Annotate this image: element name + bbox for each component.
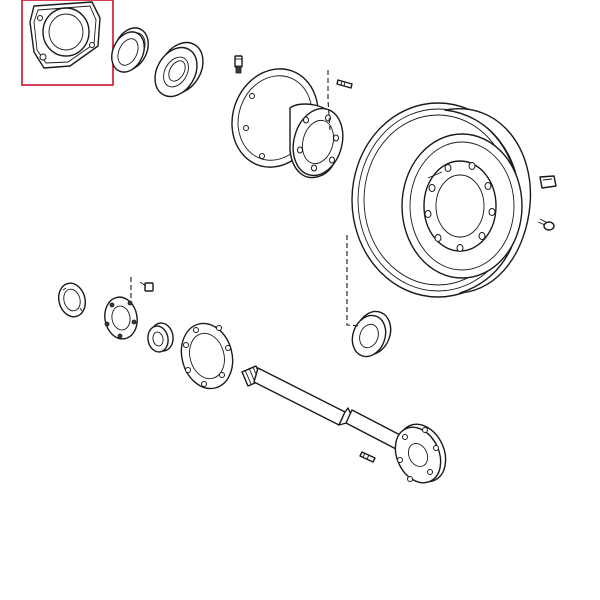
bearing-retainer-plate[interactable] bbox=[29, 1, 101, 69]
bearing-outer-race[interactable] bbox=[147, 35, 212, 104]
leader-line-hub-stud bbox=[327, 70, 331, 131]
bearing-lock-screw[interactable] bbox=[139, 281, 154, 292]
drum-clip[interactable] bbox=[539, 175, 557, 189]
oil-seal[interactable] bbox=[106, 22, 155, 77]
spacer-gasket[interactable] bbox=[174, 318, 239, 395]
drum-screw[interactable] bbox=[537, 218, 555, 231]
inner-lock-washer[interactable] bbox=[102, 295, 141, 342]
wheel-hub[interactable] bbox=[218, 57, 350, 181]
axle-stud[interactable] bbox=[359, 451, 376, 463]
highlight-box[interactable] bbox=[21, 0, 114, 86]
leader-line-drum-seal bbox=[346, 235, 361, 327]
inner-bearing[interactable] bbox=[146, 321, 175, 353]
brake-drum[interactable] bbox=[351, 102, 532, 298]
lock-nut[interactable] bbox=[55, 280, 89, 320]
axle-shaft[interactable] bbox=[241, 365, 455, 490]
hub-bolt[interactable] bbox=[234, 55, 243, 74]
inner-oil-seal[interactable] bbox=[347, 307, 397, 362]
hub-stud[interactable] bbox=[336, 79, 353, 89]
